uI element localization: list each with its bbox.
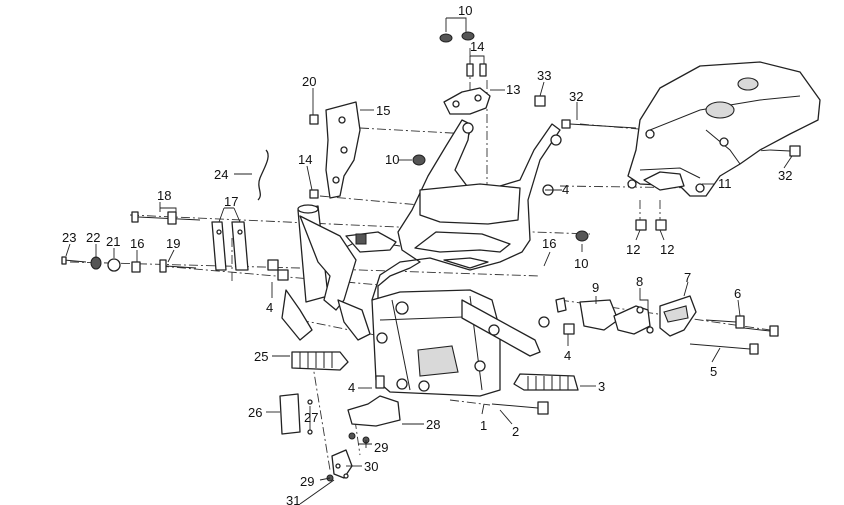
grommets [412, 95, 589, 242]
footrest-right [491, 373, 579, 415]
callout-33: 33 [537, 68, 551, 83]
callout-9: 9 [592, 280, 599, 295]
callout-15: 15 [376, 103, 390, 118]
callout-14: 14 [470, 39, 484, 54]
cable-24 [257, 149, 269, 201]
callout-23: 23 [62, 230, 76, 245]
bolts-12 [635, 219, 667, 231]
callout-11: 11 [718, 176, 732, 191]
front-subframe [281, 204, 397, 341]
callout-5: 5 [710, 364, 717, 379]
callout-16: 16 [542, 236, 556, 251]
callout-12: 12 [626, 242, 640, 257]
callout-13: 13 [506, 82, 520, 97]
callout-10: 10 [385, 152, 399, 167]
callout-7: 7 [684, 270, 691, 285]
callout-26: 26 [248, 405, 262, 420]
callout-29: 29 [300, 474, 314, 489]
callout-10: 10 [458, 3, 472, 18]
callout-20: 20 [302, 74, 316, 89]
callout-29: 29 [374, 440, 388, 455]
main-frame [339, 119, 562, 397]
bracket-15 [309, 101, 361, 199]
callout-32: 32 [778, 168, 792, 183]
callout-2: 2 [512, 424, 519, 439]
right-footrest-assembly [555, 295, 779, 355]
callout-32: 32 [569, 89, 583, 104]
callout-30: 30 [364, 459, 378, 474]
footrest-left [291, 351, 349, 371]
bracket-30 [299, 449, 353, 505]
bolts-32 [561, 119, 801, 157]
callout-24: 24 [214, 167, 228, 182]
callout-8: 8 [636, 274, 643, 289]
callout-10: 10 [574, 256, 588, 271]
callout-14: 14 [298, 152, 312, 167]
callout-28: 28 [426, 417, 440, 432]
callout-31: 31 [286, 493, 300, 505]
callout-18: 18 [157, 188, 171, 203]
callout-19: 19 [166, 236, 180, 251]
callout-4: 4 [266, 300, 273, 315]
bracket-28 [347, 375, 401, 427]
callout-22: 22 [86, 230, 100, 245]
left-hardware [61, 211, 289, 281]
bracket-13 [439, 31, 491, 115]
callout-25: 25 [254, 349, 268, 364]
callout-21: 21 [106, 234, 120, 249]
callout-6: 6 [734, 286, 741, 301]
callout-4: 4 [562, 182, 569, 197]
callout-17: 17 [224, 194, 238, 209]
callout-4: 4 [564, 348, 571, 363]
callout-4: 4 [348, 380, 355, 395]
callout-3: 3 [598, 379, 605, 394]
leader-lines [65, 17, 793, 481]
callout-16: 16 [130, 236, 144, 251]
callout-1: 1 [480, 418, 487, 433]
callout-labels: 10 14 13 33 32 20 15 14 10 24 18 17 23 2… [62, 3, 792, 505]
rear-fender [627, 61, 821, 197]
callout-12: 12 [660, 242, 674, 257]
callout-27: 27 [304, 410, 318, 425]
